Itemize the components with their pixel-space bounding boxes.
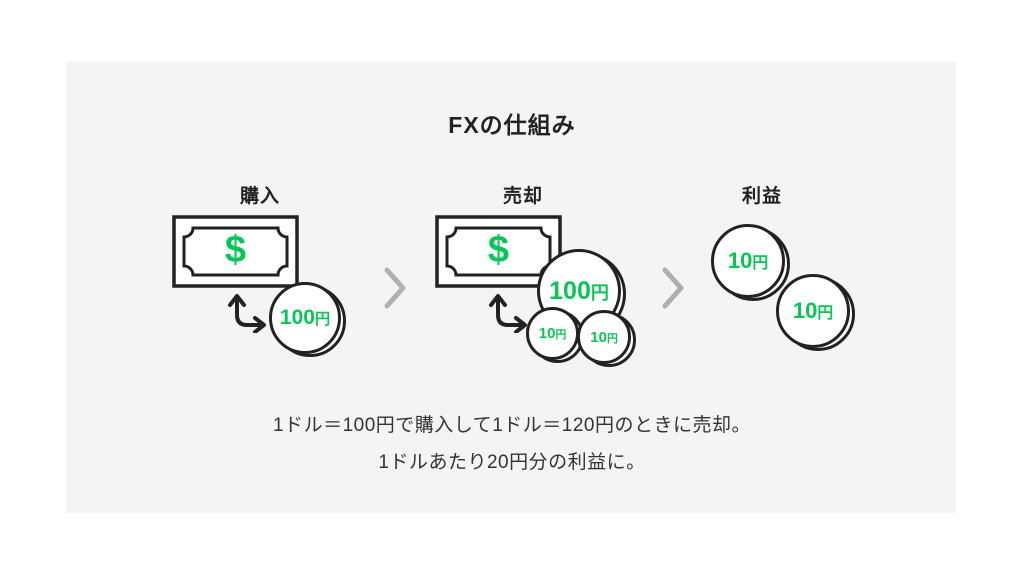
coin-value: 10 円 [539,325,566,342]
coin-unit: 円 [752,255,769,272]
coin-unit: 円 [555,329,567,341]
coin-value: 10 円 [728,248,768,274]
coin-value: 100 円 [280,306,330,330]
coin-amount: 100 [549,276,591,305]
coin-value: 100 円 [549,277,609,306]
dollar-symbol: $ [487,229,510,271]
coin-value: 10 円 [590,329,617,346]
chevron-right-icon [382,265,408,311]
coin-amount: 10 [590,328,607,346]
coin-10-yen: 10 円 [776,274,855,351]
dollar-bill: $ [172,215,299,288]
coin-face: 10 円 [526,307,579,360]
coin-amount: 10 [538,325,556,342]
exchange-arrow-icon [488,289,532,334]
diagram-title: FXの仕組み [448,112,576,138]
coin-face: 100 円 [269,282,341,354]
coin-10-yen: 10 円 [711,224,790,301]
coin-face: 10 円 [711,224,785,298]
caption: 1ドル＝100円で購入して1ドル＝120円のときに売却。 1ドルあたり20円分の… [0,407,1024,481]
exchange-arrow-icon [227,289,271,334]
coin-unit: 円 [817,305,834,322]
coin-unit: 円 [314,311,331,328]
coin-amount: 100 [279,306,315,329]
caption-line-1: 1ドル＝100円で購入して1ドル＝120円のときに売却。 [273,415,751,436]
coin-10-yen: 10 円 [526,307,584,363]
coin-unit: 円 [590,282,609,303]
dollar-symbol: $ [224,229,247,271]
coin-face: 10 円 [776,274,850,348]
step-label-purchase: 購入 [239,186,280,207]
coin-unit: 円 [606,332,618,345]
step-label-profit: 利益 [741,186,782,207]
coin-face: 10 円 [577,310,631,364]
coin-100-yen: 100 円 [269,282,346,357]
coin-10-yen: 10 円 [577,310,636,367]
coin-amount: 10 [792,298,818,323]
coin-value: 10 円 [793,298,833,324]
chevron-right-icon [660,265,686,311]
coin-face: 100 円 [537,249,621,333]
coin-amount: 10 [727,248,753,273]
caption-line-2: 1ドルあたり20円分の利益に。 [378,452,646,473]
step-label-sale: 売却 [502,186,543,207]
dollar-bill-icon [172,215,299,288]
